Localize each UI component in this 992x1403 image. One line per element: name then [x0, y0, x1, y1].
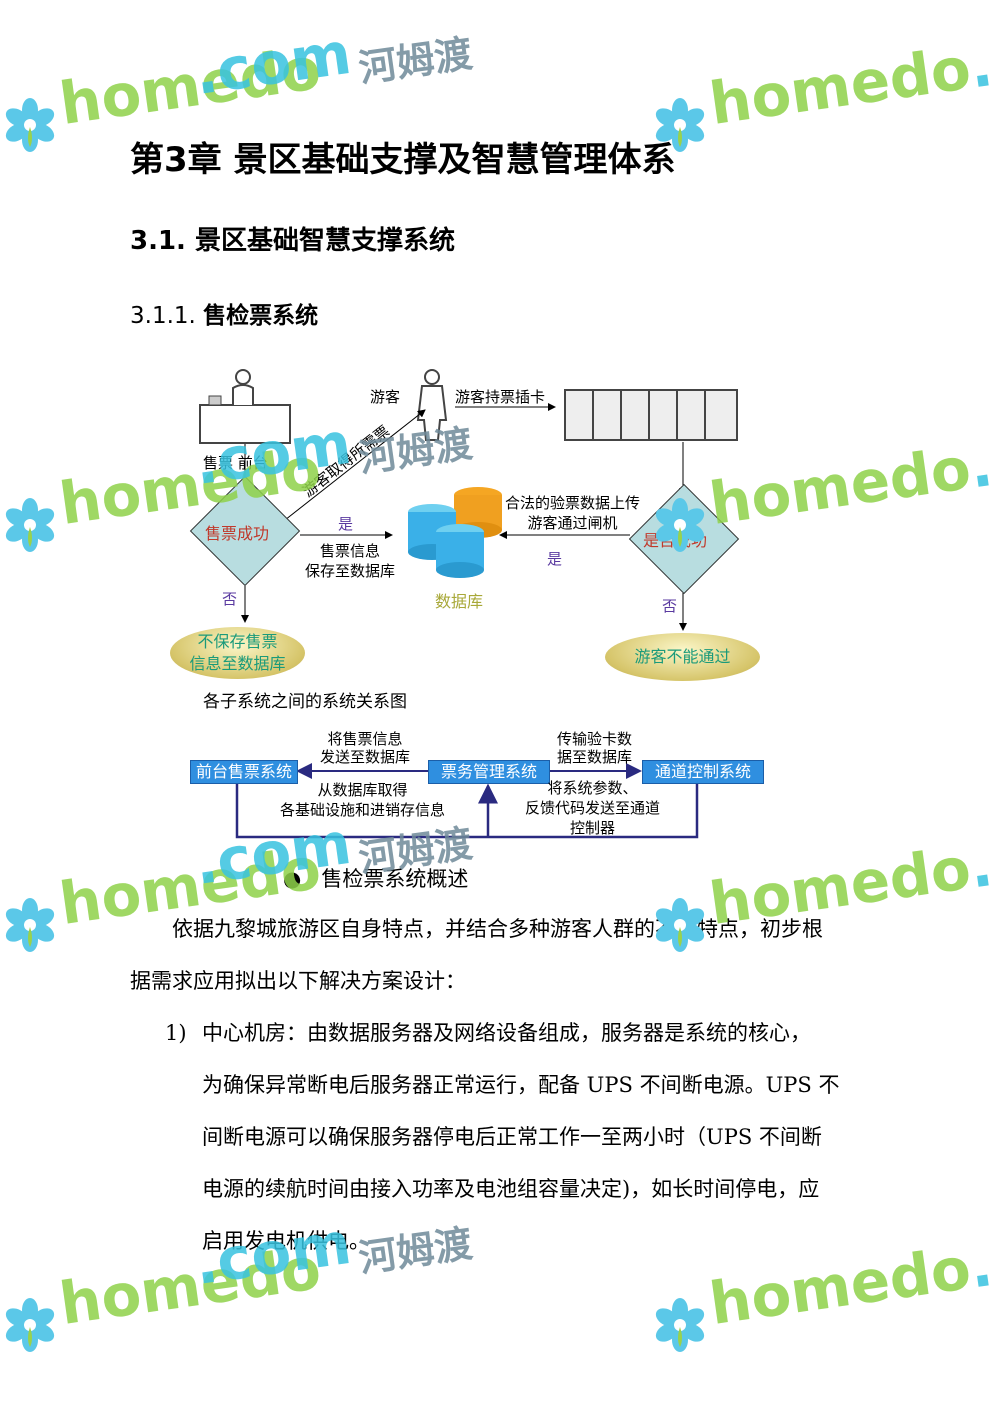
yes-label-1: 是	[338, 515, 354, 533]
not-save-line: 信息至数据库	[189, 654, 286, 673]
diagram-caption: 各子系统之间的系统关系图	[203, 692, 407, 712]
save-info-label: 售票信息保存至数据库	[305, 541, 395, 581]
send-params-line: 控制器	[570, 819, 616, 837]
sale-success-label: 售票成功	[205, 524, 270, 543]
flower-logo-icon	[650, 1295, 710, 1355]
not-save-ellipse: 不保存售票信息至数据库	[170, 627, 305, 679]
bullet-icon: ●	[283, 867, 302, 891]
subsection-name: 售检票系统	[203, 303, 319, 329]
fetch-info-line: 从数据库取得	[317, 781, 408, 799]
flower-logo-icon	[650, 895, 710, 955]
flower-logo-icon	[0, 1295, 60, 1355]
send-info-line: 发送至数据库	[320, 748, 411, 766]
flower-logo-icon	[650, 495, 710, 555]
fetch-info-label: 从数据库取得各基础设施和进销存信息	[280, 780, 445, 820]
transfer-line: 传输验卡数	[557, 730, 633, 748]
list-line: 启用发电机供电。	[202, 1229, 370, 1253]
front-desk-label: 售票 前台	[203, 454, 268, 472]
wm-part: do	[884, 834, 975, 913]
send-info-line: 将售票信息	[327, 730, 403, 748]
paragraph-line: 依据九黎城旅游区自身特点，并结合多种游客人群的不同特点，初步根	[172, 917, 823, 941]
wm-part: do	[884, 34, 975, 113]
section-title: 3.1. 景区基础智慧支撑系统	[130, 226, 455, 256]
transfer-label: 传输验卡数据至数据库	[557, 730, 632, 766]
list-line: 间断电源可以确保服务器停电后正常工作一至两小时（UPS 不间断	[202, 1125, 822, 1149]
front-system-box: 前台售票系统	[190, 760, 298, 784]
tourist-label: 游客	[370, 388, 401, 406]
flower-logo-icon	[0, 95, 60, 155]
no-label-1: 否	[222, 590, 238, 608]
database-icon	[408, 487, 502, 578]
send-info-label: 将售票信息发送至数据库	[320, 730, 410, 766]
list-line: 电源的续航时间由接入功率及电池组容量决定)，如长时间停电，应	[202, 1177, 820, 1201]
flower-logo-icon	[0, 895, 60, 955]
upload-line: 合法的验票数据上传	[505, 494, 641, 512]
database-label: 数据库	[435, 592, 484, 611]
save-info-line: 保存至数据库	[305, 562, 396, 580]
ticket-system-box: 票务管理系统	[428, 760, 550, 784]
paragraph-line: 据需求应用拟出以下解决方案设计：	[130, 969, 466, 993]
flow-diagram-lines	[199, 369, 738, 631]
chapter-title: 第3章 景区基础支撑及智慧管理体系	[130, 140, 676, 180]
list-marker: 1)	[165, 1021, 187, 1045]
bullet-heading: ● 售检票系统概述	[283, 863, 468, 893]
flower-logo-icon	[0, 495, 60, 555]
yes-label-2: 是	[547, 550, 563, 568]
insert-card-label: 游客持票插卡	[455, 388, 546, 406]
fetch-info-line: 各基础设施和进销存信息	[280, 801, 446, 819]
list-item: 1) 中心机房：由数据服务器及网络设备组成，服务器是系统的核心， 为确保异常断电…	[165, 1007, 839, 1267]
no-label-2: 否	[662, 597, 678, 615]
subsection-number: 3.1.1.	[130, 303, 196, 329]
bullet-text: 售检票系统概述	[321, 867, 469, 891]
wm-part: do	[884, 434, 975, 513]
paragraph: 依据九黎城旅游区自身特点，并结合多种游客人群的不同特点，初步根 据需求应用拟出以…	[130, 903, 823, 1007]
tourist-icon	[416, 369, 448, 441]
system-relation-lines	[235, 763, 699, 839]
wm-part: home	[705, 845, 895, 938]
cannot-pass-ellipse: 游客不能通过	[605, 633, 760, 681]
send-params-line: 反馈代码发送至通道	[525, 799, 661, 817]
save-info-line: 售票信息	[320, 542, 381, 560]
wm-part: do	[884, 1234, 975, 1313]
send-params-label: 将系统参数、反馈代码发送至通道控制器	[525, 778, 660, 838]
gate-system-box: 通道控制系统	[642, 760, 764, 784]
not-save-line: 不保存售票	[197, 632, 278, 651]
send-params-line: 将系统参数、	[547, 779, 638, 797]
front-desk-icon	[199, 369, 291, 444]
list-line: 为确保异常断电后服务器正常运行，配备 UPS 不间断电源。UPS 不	[202, 1073, 840, 1097]
upload-line: 游客通过闸机	[527, 514, 618, 532]
gates-icon	[564, 389, 738, 441]
subsection-title: 3.1.1. 售检票系统	[130, 296, 318, 330]
upload-label: 合法的验票数据上传游客通过闸机	[505, 493, 640, 533]
list-line: 中心机房：由数据服务器及网络设备组成，服务器是系统的核心，	[202, 1021, 811, 1045]
flower-logo-icon	[650, 95, 710, 155]
transfer-line: 据至数据库	[557, 748, 633, 766]
